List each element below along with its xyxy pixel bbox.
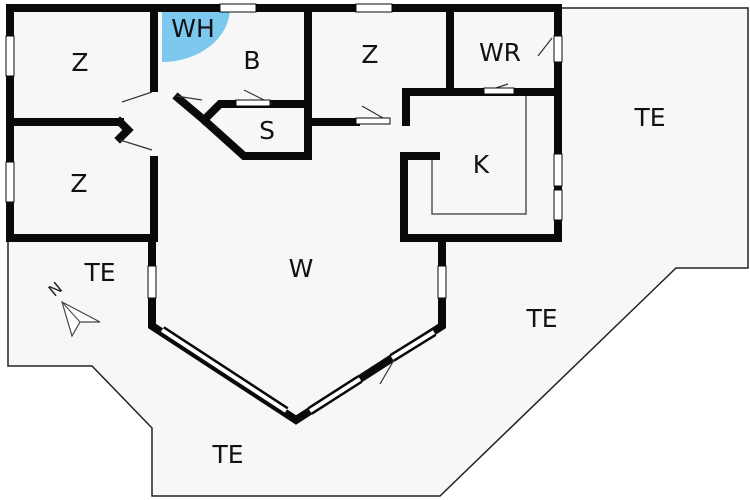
room-label-b: B [243,46,260,75]
room-label-wh: WH [171,14,215,43]
interior-floor [10,8,558,420]
door-swings [119,37,553,385]
washing-machine-fixture [162,8,230,62]
glazed-facade [159,326,437,415]
room-label-te-left: TE [83,258,115,287]
room-label-te-bottom: TE [211,440,243,469]
room-label-wr: WR [479,38,521,67]
room-label-z-left: Z [70,169,87,198]
kitchen-counter [431,96,527,215]
room-label-w: W [289,254,314,283]
room-label-te-right-top: TE [633,103,665,132]
room-label-s: S [259,116,275,145]
room-label-z-top-left: Z [71,48,88,77]
room-label-z-top-middle: Z [361,40,378,69]
windows [5,3,563,299]
room-label-te-right: TE [525,304,557,333]
room-label-k: K [473,150,490,179]
